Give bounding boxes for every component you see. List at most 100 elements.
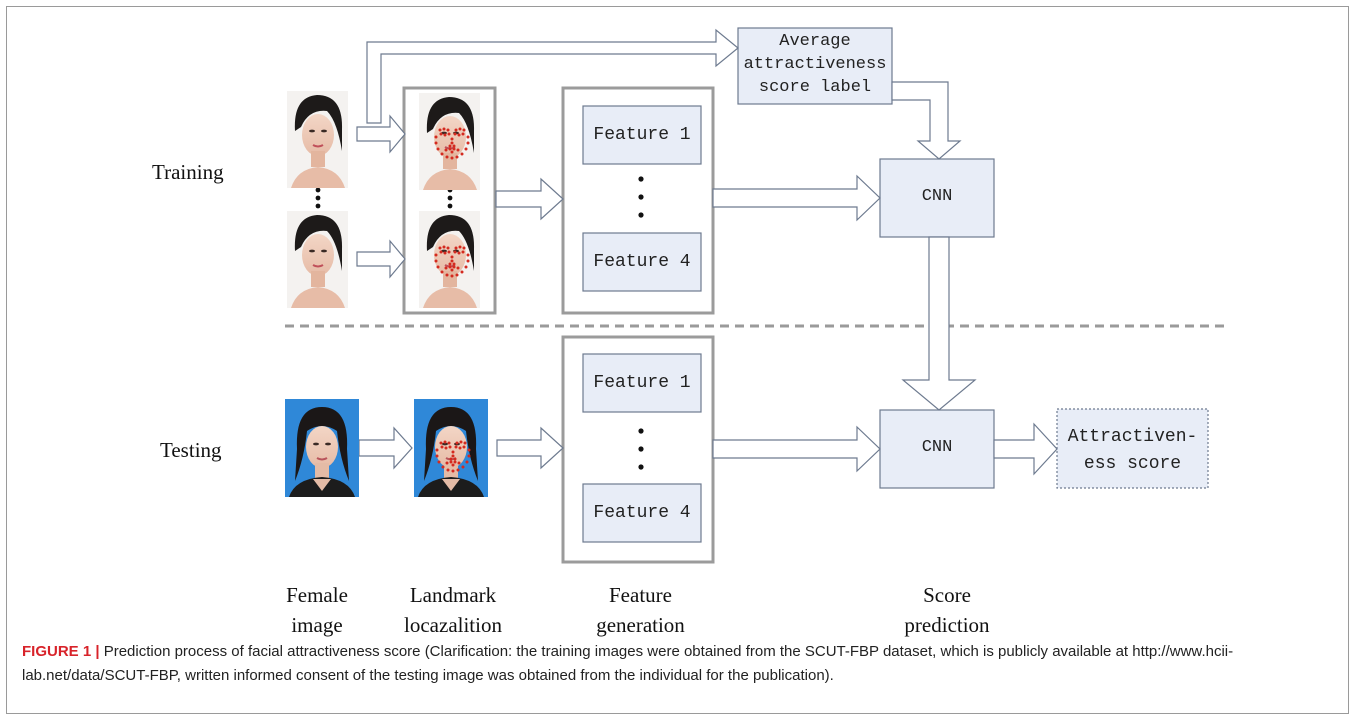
column-label-female-image: Female image	[262, 580, 372, 640]
landmark-dot	[438, 128, 442, 132]
landmark-dot	[455, 273, 459, 277]
landmark-dot	[453, 250, 457, 254]
landmark-dot	[462, 128, 466, 132]
column-label-score-prediction: Score prediction	[882, 580, 1012, 640]
column-label-line: Score	[923, 583, 971, 607]
arrow-img-to-landmark-test	[358, 426, 413, 470]
landmark-dot	[458, 446, 462, 450]
column-label-line: prediction	[904, 613, 990, 637]
landmark-dot	[464, 147, 468, 151]
figure-caption: FIGURE 1 | Prediction process of facial …	[22, 640, 1342, 688]
landmark-dot	[458, 245, 462, 249]
arrow-img-to-landmark-2	[356, 239, 406, 279]
landmark-dot	[435, 448, 439, 452]
landmark-dot	[451, 454, 455, 458]
row-label-training: Training	[152, 160, 224, 184]
average-score-line-1: Average	[779, 32, 851, 51]
landmark-face-1	[418, 92, 481, 191]
landmark-dot	[459, 440, 463, 444]
arrow-cnn-to-output	[993, 422, 1058, 476]
landmark-dot	[462, 445, 466, 449]
caption-text: Prediction process of facial attractiven…	[22, 643, 1234, 684]
landmark-dot	[444, 446, 448, 450]
landmark-dot	[446, 468, 450, 472]
landmark-dot	[434, 259, 438, 263]
landmark-dot	[442, 245, 446, 249]
landmark-dot	[452, 144, 456, 148]
average-score-box	[737, 27, 893, 105]
landmark-dot	[450, 150, 454, 154]
landmark-dot	[448, 147, 452, 151]
column-label-feature-generation: Feature generation	[568, 580, 713, 640]
landmark-dot	[437, 460, 441, 464]
landmark-dot	[454, 445, 458, 449]
landmark-dot	[461, 250, 465, 254]
average-score-line-3: score label	[758, 78, 872, 97]
landmark-dot	[434, 253, 438, 257]
landmark-dot	[441, 465, 445, 469]
cnn-box-train	[879, 158, 995, 238]
landmark-dot	[451, 450, 455, 454]
landmark-dot	[445, 273, 449, 277]
landmark-dot	[447, 250, 451, 254]
testing-face	[284, 398, 360, 498]
landmark-dot	[448, 262, 452, 266]
output-line-1: Attractiven-	[1067, 427, 1198, 447]
feature-4-box-train	[582, 232, 702, 292]
landmark-dot	[453, 457, 457, 461]
landmark-dot	[450, 141, 454, 145]
feature-4-box-test	[582, 483, 702, 543]
landmark-dot	[434, 141, 438, 145]
landmark-dot	[454, 128, 458, 132]
landmark-dot	[454, 246, 458, 250]
average-score-line-2: attractiveness	[743, 55, 887, 74]
output-score-box	[1056, 408, 1209, 489]
column-label-line: Landmark	[409, 583, 497, 607]
landmark-dot	[453, 460, 457, 464]
arrow-features-to-cnn-test	[712, 425, 881, 473]
landmark-dot	[440, 152, 444, 156]
landmark-dot	[450, 268, 454, 272]
landmark-dot	[443, 251, 447, 255]
landmark-dot	[436, 265, 440, 269]
feature-1-box-test	[582, 353, 702, 413]
landmark-dot	[435, 454, 439, 458]
landmark-dot	[467, 448, 471, 452]
feature-4-label-test: Feature 4	[593, 503, 691, 523]
landmark-dot	[443, 440, 447, 444]
landmark-dot	[452, 265, 456, 269]
landmark-dot	[439, 132, 443, 136]
landmark-dot	[466, 259, 470, 263]
feature-1-box-train	[582, 105, 702, 165]
column-label-line: locazalition	[404, 613, 502, 637]
landmark-dot	[467, 454, 471, 458]
landmark-dot	[439, 250, 443, 254]
output-line-2: ess score	[1083, 454, 1182, 474]
landmark-dot	[456, 148, 460, 152]
caption-label: FIGURE 1 |	[22, 643, 100, 660]
column-label-line: Feature	[609, 583, 672, 607]
landmark-dot	[449, 460, 453, 464]
landmark-dot	[449, 457, 453, 461]
landmark-dot	[463, 441, 467, 445]
landmark-dot	[457, 461, 461, 465]
column-label-line: image	[291, 613, 343, 637]
landmark-dot	[440, 270, 444, 274]
landmark-dot	[444, 266, 448, 270]
arrow-top-route	[366, 28, 739, 124]
cnn-box-test	[879, 409, 995, 489]
landmark-dot	[456, 468, 460, 472]
landmark-dot	[458, 127, 462, 131]
landmark-dot	[438, 246, 442, 250]
landmark-dot	[446, 128, 450, 132]
landmark-dot	[452, 262, 456, 266]
landmark-dot	[457, 133, 461, 137]
landmark-dot	[465, 460, 469, 464]
landmark-dot	[439, 441, 443, 445]
landmark-dot	[452, 147, 456, 151]
column-label-line: Female	[286, 583, 348, 607]
column-label-line: generation	[596, 613, 685, 637]
landmark-dot	[434, 135, 438, 139]
arrow-cnn-down	[901, 236, 977, 411]
landmark-dot	[440, 445, 444, 449]
